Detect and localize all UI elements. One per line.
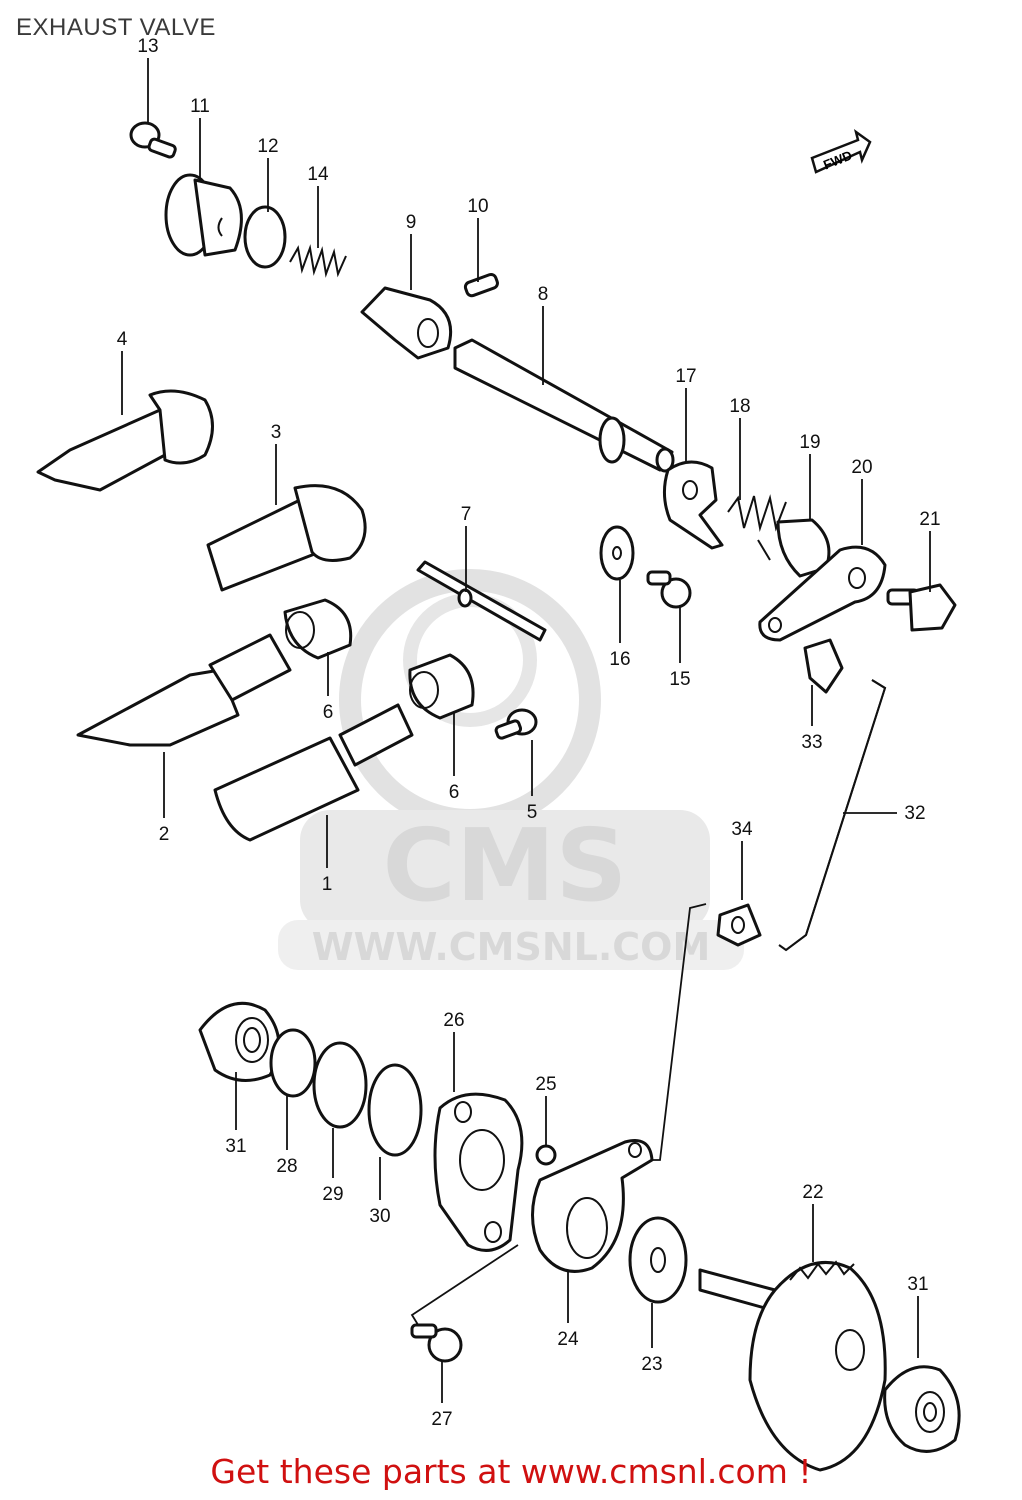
callout-30: 30 [369, 1206, 390, 1227]
callout-17: 17 [675, 366, 696, 387]
callout-33: 33 [801, 732, 822, 753]
part-25-ball [535, 1144, 557, 1166]
diagram-title: EXHAUST VALVE [16, 14, 216, 41]
callout-7: 7 [461, 504, 472, 525]
callout-29: 29 [322, 1184, 343, 1205]
callout-12: 12 [257, 136, 278, 157]
callout-23: 23 [641, 1354, 662, 1375]
part-12-o-ring [243, 205, 287, 269]
callout-21: 21 [919, 509, 940, 530]
part-10-bolt [463, 272, 499, 298]
part-14-spring [289, 244, 347, 278]
callout-2: 2 [159, 824, 170, 845]
watermark-url: WWW.CMSNL.COM [312, 925, 711, 969]
part-11-cap [164, 173, 243, 257]
part-22-gear [698, 1260, 887, 1472]
fwd-arrow-icon: FWD [810, 129, 872, 174]
part-32-rod [778, 679, 887, 952]
callout-22: 22 [802, 1182, 823, 1203]
footer-link[interactable]: Get these parts at www.cmsnl.com ! [210, 1452, 812, 1491]
part-7-pin [416, 560, 547, 642]
callout-27: 27 [431, 1409, 452, 1430]
part-6-collar-lower [408, 653, 475, 720]
watermark-logo: CMS [383, 807, 628, 924]
part-20-lever [758, 545, 887, 642]
part-34-clip [716, 903, 762, 947]
part-26-plate [433, 1092, 524, 1252]
part-5-bolt [494, 708, 538, 740]
part-17-bracket [663, 460, 724, 550]
part-16-washer [599, 525, 635, 581]
part-29-o-ring [312, 1041, 368, 1129]
callout-5: 5 [527, 802, 538, 823]
leader-lines [121, 58, 931, 1403]
part-18-spring [727, 494, 787, 561]
part-9-guide [360, 286, 453, 360]
part-33-clip [803, 638, 844, 694]
callout-1: 1 [322, 874, 333, 895]
callout-3: 3 [271, 422, 282, 443]
part-31-bearing-right [883, 1365, 961, 1453]
callout-9: 9 [406, 212, 417, 233]
callout-24: 24 [557, 1329, 579, 1350]
callout-13: 13 [137, 36, 158, 57]
callout-25: 25 [535, 1074, 556, 1095]
callout-16: 16 [609, 649, 630, 670]
part-21-bolt [886, 583, 957, 632]
callout-6: 6 [323, 702, 334, 723]
part-28-circlip [269, 1028, 317, 1098]
part-13-screw [129, 121, 177, 159]
callout-14: 14 [307, 164, 329, 185]
part-8-shaft [453, 338, 675, 473]
callout-20: 20 [851, 457, 872, 478]
part-27-screw [410, 1323, 463, 1363]
callout-4: 4 [117, 329, 128, 350]
part-2-valve [76, 633, 292, 747]
callout-labels: 1234566789101112131415161718192021222324… [117, 36, 941, 1430]
part-23-washer [628, 1216, 688, 1304]
part-6-collar-upper [283, 598, 353, 660]
callout-31: 31 [907, 1274, 928, 1295]
assembly-line-34-24 [650, 903, 707, 1161]
callout-15: 15 [669, 669, 690, 690]
callout-26: 26 [443, 1010, 464, 1031]
callout-18: 18 [729, 396, 750, 417]
assembly-line-27-26 [410, 1244, 519, 1329]
part-15-screw [646, 570, 692, 609]
callout-28: 28 [276, 1156, 297, 1177]
part-4-valve [36, 389, 214, 492]
callout-8: 8 [538, 284, 549, 305]
callout-11: 11 [190, 96, 210, 117]
callout-31: 31 [225, 1136, 246, 1157]
callout-6: 6 [449, 782, 460, 803]
callout-10: 10 [467, 196, 488, 217]
part-30-gasket [367, 1063, 423, 1157]
part-3-valve [206, 484, 367, 592]
callout-34: 34 [731, 819, 753, 840]
callout-32: 32 [904, 803, 925, 824]
part-31-bearing-left [198, 1001, 281, 1082]
callout-19: 19 [799, 432, 820, 453]
part-1-valve [213, 703, 414, 842]
part-24-housing [531, 1139, 654, 1273]
